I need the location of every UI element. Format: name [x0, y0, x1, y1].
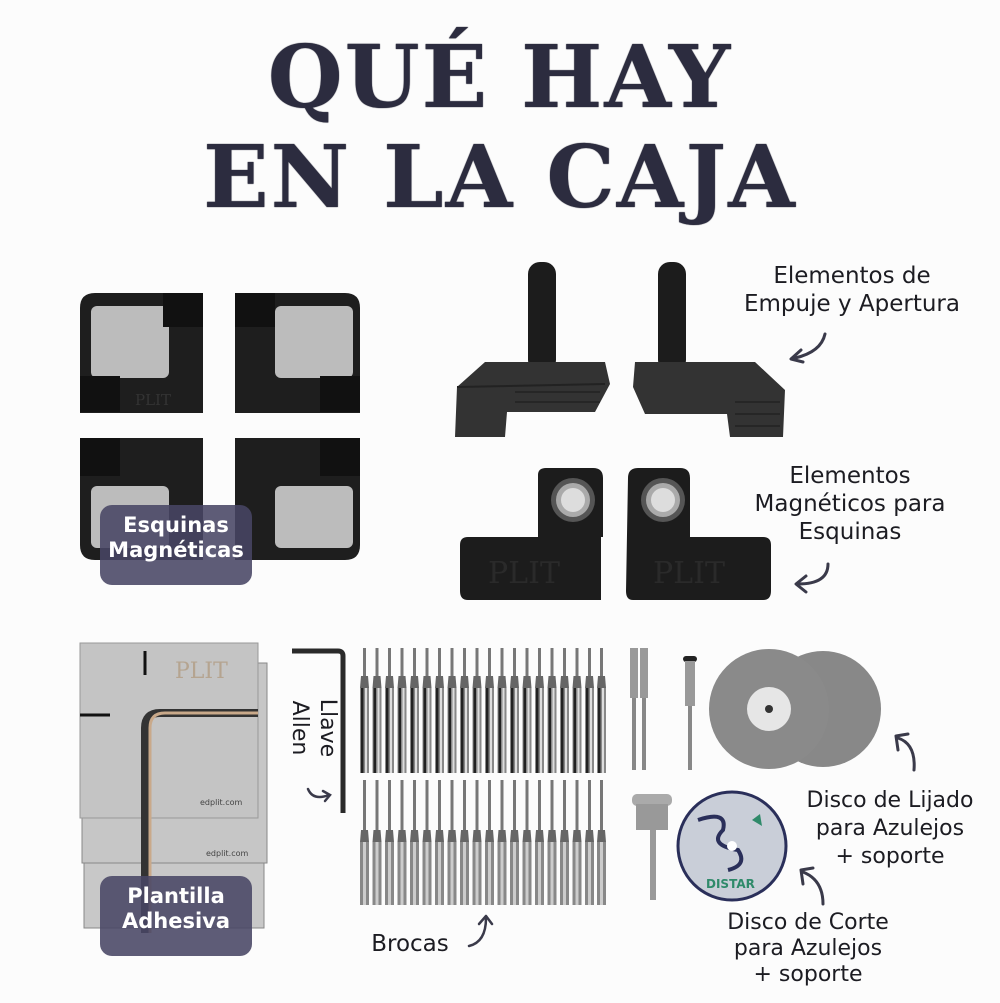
lijado-label-1: Disco de Lijado: [806, 788, 974, 813]
arrow-icon-magneticos: [794, 562, 830, 594]
brocas-label: Brocas: [371, 931, 449, 957]
lijado-label-2: para Azulejos: [815, 816, 965, 841]
arrow-icon-empuje: [789, 332, 827, 364]
svg-text:edplit.com: edplit.com: [200, 798, 242, 807]
disco-corte-label: Disco de Corte para Azulejos + soporte: [708, 910, 908, 988]
magneticos-label-2: Magnéticos para: [754, 491, 946, 517]
esquinas-label-2: Magnéticas: [108, 538, 244, 562]
empuje-apertura-label: Elementos de Empuje y Apertura: [712, 262, 992, 318]
magnetic-corner-elements-image: PLIT PLIT: [460, 468, 771, 600]
corte-label-1: Disco de Corte: [727, 910, 889, 935]
page-title-line2: EN LA CAJA: [203, 127, 797, 228]
page-title-line1: QUÉ HAY: [267, 27, 733, 128]
corte-label-2: para Azulejos: [733, 936, 883, 961]
svg-text:edplit.com: edplit.com: [206, 849, 248, 858]
allen-key-image: [292, 648, 346, 813]
magneticos-label-3: Esquinas: [798, 519, 902, 545]
magneticos-esquinas-label: Elementos Magnéticos para Esquinas: [715, 462, 985, 546]
drill-bits-row-2: [360, 780, 606, 905]
llave-allen-label: Llave Allen: [287, 698, 340, 758]
lijado-label-3: + soporte: [835, 844, 945, 869]
arrow-icon-lijado: [894, 732, 916, 772]
plantilla-label-2: Adhesiva: [121, 909, 231, 933]
plantilla-label-1: Plantilla: [127, 884, 225, 908]
corte-label-3: + soporte: [753, 962, 863, 987]
empuje-label-1: Elementos de: [773, 263, 931, 289]
svg-text:PLIT: PLIT: [488, 556, 560, 591]
arrow-icon-llave: [306, 787, 332, 803]
arrow-icon-brocas: [467, 914, 494, 948]
esquinas-magneticas-badge: Esquinas Magnéticas: [100, 505, 252, 585]
esquinas-label-1: Esquinas: [123, 513, 229, 537]
drill-bits-image: [360, 648, 606, 905]
cutting-disc-image: DISTAR: [632, 790, 788, 902]
sanding-disc-image: [709, 649, 881, 769]
disco-lijado-label: Disco de Lijado para Azulejos + soporte: [790, 787, 990, 871]
push-opening-elements-image: [455, 262, 785, 437]
plantilla-adhesiva-badge: Plantilla Adhesiva: [100, 876, 252, 956]
svg-text:PLIT: PLIT: [175, 659, 228, 684]
arrow-icon-corte: [799, 866, 825, 906]
magneticos-label-1: Elementos: [789, 463, 911, 489]
sanding-bits-image: [630, 648, 697, 770]
empuje-label-2: Empuje y Apertura: [744, 291, 960, 317]
drill-bits-row-1: [360, 648, 606, 773]
svg-text:PLIT: PLIT: [653, 556, 725, 591]
svg-text:PLIT: PLIT: [135, 391, 171, 409]
svg-text:DISTAR: DISTAR: [706, 877, 755, 891]
